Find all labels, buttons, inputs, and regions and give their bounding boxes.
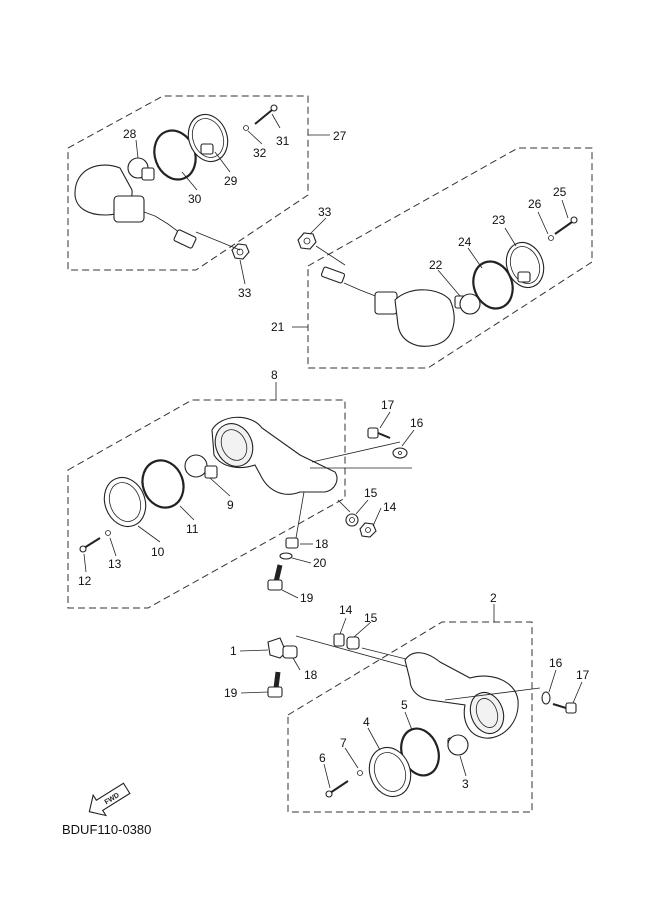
washer-13 <box>105 530 111 536</box>
gasket-24 <box>472 260 514 310</box>
callout-13: 13 <box>108 557 122 571</box>
washer-16-lower <box>541 691 551 705</box>
callout-10: 10 <box>151 545 165 559</box>
washer-16-upper <box>392 447 408 459</box>
screw-31 <box>254 104 278 125</box>
callout-32: 32 <box>253 146 267 160</box>
washer-20 <box>279 552 293 560</box>
group-2-front-signal-right <box>267 604 577 813</box>
bolt-17-lower <box>552 702 577 714</box>
gasket-11 <box>141 459 185 509</box>
callout-2: 2 <box>490 591 497 605</box>
nut-14-lower <box>333 633 345 647</box>
callout-15-lower: 15 <box>364 611 378 625</box>
screw-6 <box>325 780 349 798</box>
callout-9: 9 <box>227 498 234 512</box>
screw-25 <box>554 216 578 235</box>
lens-4 <box>368 746 412 798</box>
callout-14-upper: 14 <box>383 500 397 514</box>
washer-7 <box>357 770 363 776</box>
nut-14-upper <box>359 522 377 538</box>
collar-15-upper <box>345 513 359 527</box>
group-27-rear-signal-left <box>67 95 330 271</box>
callout-29: 29 <box>224 174 238 188</box>
callout-18-upper: 18 <box>315 537 329 551</box>
group-8-front-signal-left <box>67 382 412 609</box>
bolt-19-lower <box>267 671 283 698</box>
callout-28: 28 <box>123 127 137 141</box>
callout-14-lower: 14 <box>339 603 353 617</box>
bolt-17-upper <box>367 427 391 439</box>
group-21-rear-signal-right <box>292 147 593 369</box>
callout-30: 30 <box>188 192 202 206</box>
leader-lines <box>83 113 583 789</box>
callout-7: 7 <box>340 736 347 750</box>
collar-15-lower <box>346 636 360 650</box>
callout-33-right: 33 <box>318 205 332 219</box>
callout-23: 23 <box>492 213 506 227</box>
lens-housing-21 <box>394 289 455 347</box>
bulb-22 <box>454 293 481 315</box>
callout-24: 24 <box>458 235 472 249</box>
callout-16-upper: 16 <box>410 416 424 430</box>
bulb-3 <box>447 734 469 756</box>
callout-8: 8 <box>271 368 278 382</box>
callout-21: 21 <box>271 320 285 334</box>
callout-labels: 28 30 29 32 31 27 33 33 22 24 23 26 25 2… <box>78 127 590 791</box>
screw-12 <box>79 537 101 553</box>
callout-26: 26 <box>528 197 542 211</box>
diagram-code: BDUF110-0380 <box>62 822 151 837</box>
bulb-28 <box>127 157 155 181</box>
callout-5: 5 <box>401 698 408 712</box>
callout-25: 25 <box>553 185 567 199</box>
group-2-outline <box>287 621 533 813</box>
forward-arrow-icon: FWD <box>88 782 131 817</box>
nut-33-right <box>297 232 317 250</box>
group-27-outline <box>67 95 309 271</box>
callout-19-upper: 19 <box>300 591 314 605</box>
callout-12: 12 <box>78 574 92 588</box>
washer-32 <box>243 125 249 131</box>
callout-27: 27 <box>333 129 347 143</box>
callout-20: 20 <box>313 556 327 570</box>
bolt-19-upper <box>267 564 283 591</box>
callout-17-upper: 17 <box>381 398 395 412</box>
collar-18-lower <box>282 645 298 659</box>
callout-11: 11 <box>186 522 199 536</box>
callout-33-left: 33 <box>238 286 252 300</box>
callout-18-lower: 18 <box>304 668 318 682</box>
bulb-9 <box>184 454 218 479</box>
washer-26 <box>548 235 554 241</box>
nut-33-left <box>231 243 250 260</box>
callout-19-lower: 19 <box>224 686 238 700</box>
group-8-outline <box>67 399 346 609</box>
collar-18-upper <box>285 537 299 549</box>
callout-16-lower: 16 <box>549 656 563 670</box>
callout-1: 1 <box>230 644 237 658</box>
callout-6: 6 <box>319 751 326 765</box>
callout-17-lower: 17 <box>576 668 590 682</box>
callout-3: 3 <box>462 777 469 791</box>
callout-31: 31 <box>276 134 290 148</box>
lens-rim-29 <box>187 113 229 163</box>
lens-rim-23 <box>505 241 545 289</box>
callout-15-upper: 15 <box>364 486 378 500</box>
callout-22: 22 <box>429 258 443 272</box>
callout-4: 4 <box>363 715 370 729</box>
lens-10 <box>103 476 147 528</box>
